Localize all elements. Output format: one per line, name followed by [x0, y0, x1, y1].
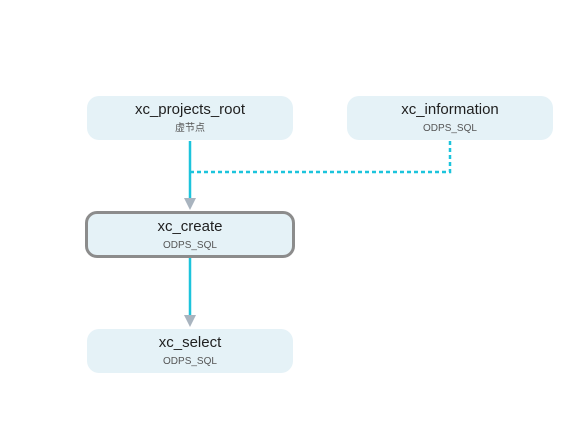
node-title: xc_create [157, 217, 223, 235]
arrowhead-icon [184, 315, 196, 327]
node-title: xc_information [401, 101, 499, 118]
arrowhead-icon [184, 198, 196, 210]
node-type: ODPS_SQL [163, 239, 217, 251]
node-title: xc_projects_root [134, 101, 246, 118]
node-type: ODPS_SQL [423, 123, 477, 134]
node-xc-create[interactable]: xc_create ODPS_SQL [85, 211, 295, 258]
node-title: xc_select [158, 334, 222, 351]
edge-information-to-create [190, 141, 452, 174]
node-xc-select[interactable]: xc_select ODPS_SQL [87, 329, 293, 373]
node-type: ODPS_SQL [163, 356, 217, 367]
node-xc-information[interactable]: xc_information ODPS_SQL [347, 96, 553, 140]
node-xc-projects-root[interactable]: xc_projects_root 虚节点 [87, 96, 293, 140]
node-type: 虚节点 [175, 123, 205, 134]
